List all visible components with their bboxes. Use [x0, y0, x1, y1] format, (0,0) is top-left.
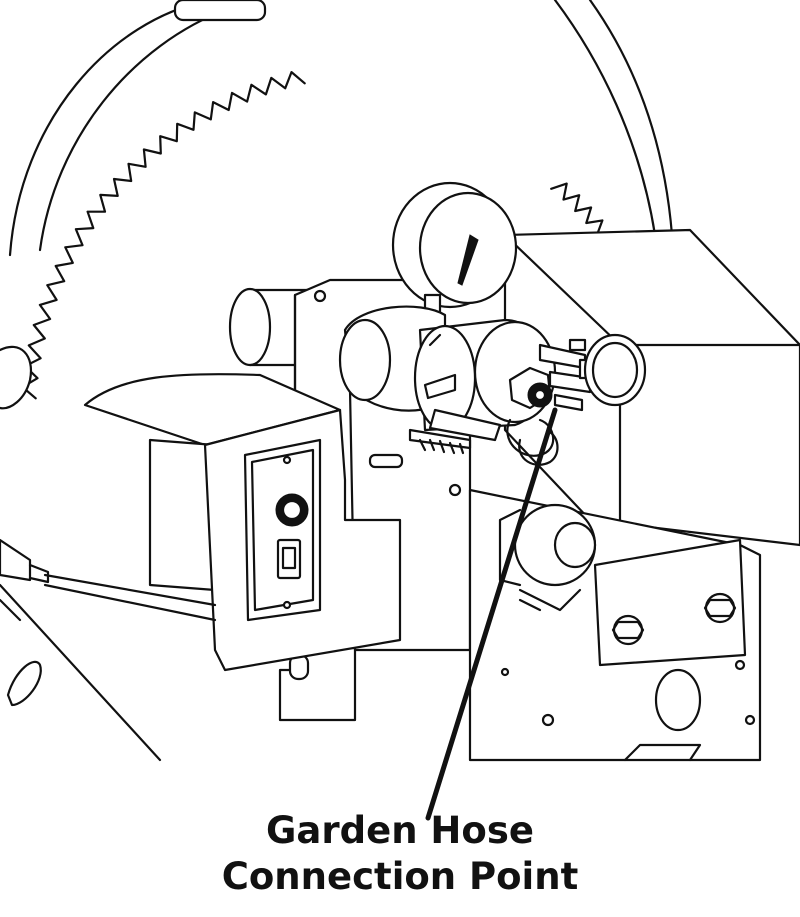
callout-label-line1: Garden Hose	[266, 809, 534, 852]
control-box	[0, 373, 402, 672]
wheel-lower-edge	[0, 345, 162, 762]
roller-knob	[498, 503, 597, 612]
lock-pin	[538, 333, 647, 412]
callout-label: Garden Hose Connection Point	[0, 808, 800, 900]
callout-leader-line	[425, 407, 558, 821]
gear-teeth-left	[21, 71, 306, 400]
callout-label-line2: Connection Point	[221, 855, 579, 898]
hose-coupling	[338, 305, 559, 466]
switch-panel	[243, 438, 322, 622]
